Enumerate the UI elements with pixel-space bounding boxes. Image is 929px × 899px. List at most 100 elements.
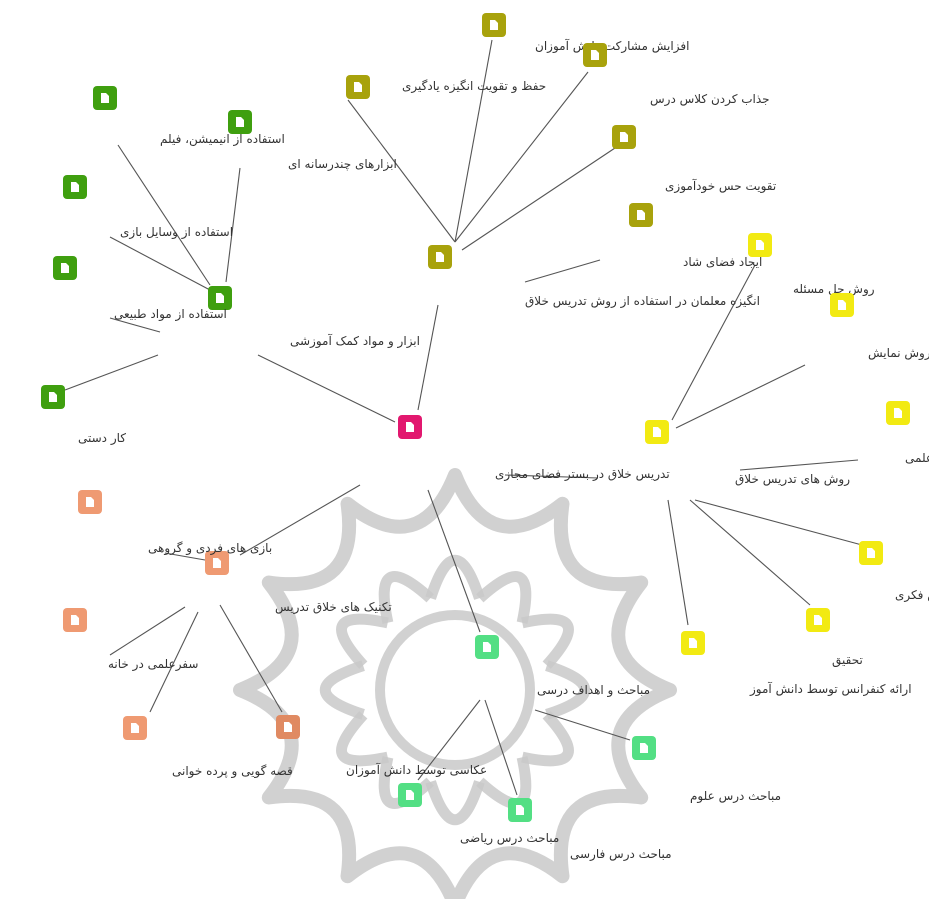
node-label: گردش علمی bbox=[905, 451, 929, 466]
document-icon bbox=[49, 392, 57, 402]
rosette-inner-ring bbox=[375, 610, 535, 770]
document-icon bbox=[620, 132, 628, 142]
node-y4[interactable]: بارش فکری bbox=[859, 541, 929, 603]
node-s1[interactable]: بازی های فردی و گروهی bbox=[78, 490, 272, 556]
node-g1[interactable]: مباحث درس علوم bbox=[632, 736, 781, 804]
node-g2[interactable]: مباحث درس ریاضی bbox=[398, 783, 559, 846]
rosette-petal bbox=[521, 711, 574, 767]
node-label: سفرعلمی در خانه bbox=[108, 657, 198, 672]
document-icon bbox=[867, 548, 875, 558]
node-methods[interactable]: روش های تدریس خلاق bbox=[645, 420, 850, 487]
document-icon bbox=[591, 50, 599, 60]
node-t5[interactable]: کار دستی bbox=[41, 385, 126, 446]
document-icon bbox=[406, 790, 414, 800]
edge-methods-y5 bbox=[689, 499, 811, 606]
edge-motivation-m5 bbox=[524, 259, 601, 283]
edge-motivation-m4 bbox=[461, 147, 616, 251]
node-y2[interactable]: روش نمایش bbox=[830, 293, 929, 361]
node-label: روش های تدریس خلاق bbox=[735, 472, 850, 487]
rosette-petal bbox=[425, 780, 485, 826]
edge-root-subjects bbox=[427, 489, 481, 633]
node-m2[interactable]: افزایش مشارکت دانش آموزان bbox=[482, 13, 689, 54]
edge-root-motivation bbox=[417, 304, 439, 411]
document-icon bbox=[131, 723, 139, 733]
rosette-petal bbox=[336, 613, 389, 669]
document-icon bbox=[354, 82, 362, 92]
edge-tools-t4 bbox=[109, 317, 161, 333]
rosette-petal bbox=[378, 571, 434, 624]
node-y1[interactable]: روش حل مسئله bbox=[748, 233, 875, 297]
node-tools[interactable]: ابزار و مواد کمک آموزشی bbox=[208, 286, 420, 349]
node-m3[interactable]: جذاب کردن کلاس درس bbox=[583, 43, 770, 107]
rosette-petal bbox=[476, 571, 532, 624]
document-icon bbox=[86, 497, 94, 507]
node-label: قصه گویی و پرده خوانی bbox=[172, 764, 293, 779]
edge-techniques-s1 bbox=[164, 552, 206, 561]
rosette-petal bbox=[336, 711, 389, 767]
node-label: ابزارهای چندرسانه ای bbox=[288, 157, 397, 172]
node-s2[interactable]: سفرعلمی در خانه bbox=[63, 608, 198, 672]
node-label: حفظ و تقویت انگیزه یادگیری bbox=[402, 79, 546, 94]
node-m5[interactable]: ایجاد فضای شاد bbox=[629, 203, 762, 269]
node-label: استفاده از مواد طبیعی bbox=[114, 307, 227, 322]
edge-subjects-g2 bbox=[417, 699, 481, 781]
node-t2[interactable]: ابزارهای چندرسانه ای bbox=[228, 110, 397, 172]
node-label: انگیزه معلمان در استفاده از روش تدریس خل… bbox=[525, 294, 760, 309]
node-label: مباحث درس فارسی bbox=[570, 847, 672, 862]
node-label: استفاده از انیمیشن، فیلم bbox=[160, 132, 285, 147]
edge-tools-t2 bbox=[225, 167, 241, 283]
node-t4[interactable]: استفاده از مواد طبیعی bbox=[53, 256, 227, 322]
node-label: بارش فکری bbox=[895, 588, 929, 603]
document-icon bbox=[101, 93, 109, 103]
document-icon bbox=[637, 210, 645, 220]
document-icon bbox=[640, 743, 648, 753]
edge-techniques-s4 bbox=[219, 604, 283, 713]
edge-subjects-g3 bbox=[484, 699, 518, 796]
rosette-petal bbox=[521, 613, 574, 669]
document-icon bbox=[516, 805, 524, 815]
document-icon bbox=[838, 300, 846, 310]
node-motivation[interactable]: انگیزه معلمان در استفاده از روش تدریس خل… bbox=[428, 245, 760, 309]
document-icon bbox=[490, 20, 498, 30]
node-techniques[interactable]: تکنیک های خلاق تدریس bbox=[205, 551, 392, 615]
node-g3[interactable]: مباحث درس فارسی bbox=[508, 798, 672, 862]
node-y3[interactable]: گردش علمی bbox=[886, 401, 929, 466]
node-label: افزایش مشارکت دانش آموزان bbox=[535, 38, 689, 54]
node-t1[interactable]: استفاده از انیمیشن، فیلم bbox=[93, 86, 285, 147]
node-s4[interactable]: عکاسی توسط دانش آموزان bbox=[276, 715, 487, 778]
node-label: تقویت حس خودآموزی bbox=[665, 178, 776, 194]
node-y6[interactable]: ارائه کنفرانس توسط دانش آموز bbox=[681, 631, 912, 697]
node-root[interactable]: تدریس خلاق در بستر فضای مجازی bbox=[398, 415, 670, 482]
node-label: استفاده از وسایل بازی bbox=[120, 225, 233, 240]
document-icon bbox=[653, 427, 661, 437]
rosette-petal bbox=[545, 660, 591, 720]
node-label: ارائه کنفرانس توسط دانش آموز bbox=[749, 681, 912, 697]
document-icon bbox=[894, 408, 902, 418]
node-t3[interactable]: استفاده از وسایل بازی bbox=[63, 175, 233, 240]
connection-lines bbox=[64, 39, 863, 796]
document-icon bbox=[814, 615, 822, 625]
edge-tools-t1 bbox=[117, 144, 211, 286]
node-label: تدریس خلاق در بستر فضای مجازی bbox=[495, 467, 670, 482]
node-label: ابزار و مواد کمک آموزشی bbox=[290, 333, 420, 349]
node-label: روش حل مسئله bbox=[793, 282, 875, 297]
node-m4[interactable]: تقویت حس خودآموزی bbox=[612, 125, 776, 194]
node-s3[interactable]: قصه گویی و پرده خوانی bbox=[123, 716, 293, 779]
node-subjects[interactable]: مباحث و اهداف درسی bbox=[475, 635, 650, 698]
edge-tools-t5 bbox=[64, 354, 159, 391]
document-icon bbox=[406, 422, 414, 432]
node-m1[interactable]: حفظ و تقویت انگیزه یادگیری bbox=[346, 75, 546, 99]
edge-methods-y4 bbox=[694, 499, 863, 546]
node-y5[interactable]: تحقیق bbox=[806, 608, 863, 668]
node-label: جذاب کردن کلاس درس bbox=[650, 92, 770, 107]
edge-motivation-m2 bbox=[454, 39, 493, 243]
edge-root-methods bbox=[504, 474, 599, 479]
node-label: ایجاد فضای شاد bbox=[683, 255, 762, 269]
edge-tools-t3 bbox=[109, 236, 211, 291]
document-icon bbox=[236, 117, 244, 127]
edge-subjects-g1 bbox=[534, 709, 631, 741]
rosette-outer bbox=[233, 468, 677, 899]
edge-methods-y6 bbox=[667, 499, 689, 626]
edge-techniques-s3 bbox=[149, 611, 199, 713]
